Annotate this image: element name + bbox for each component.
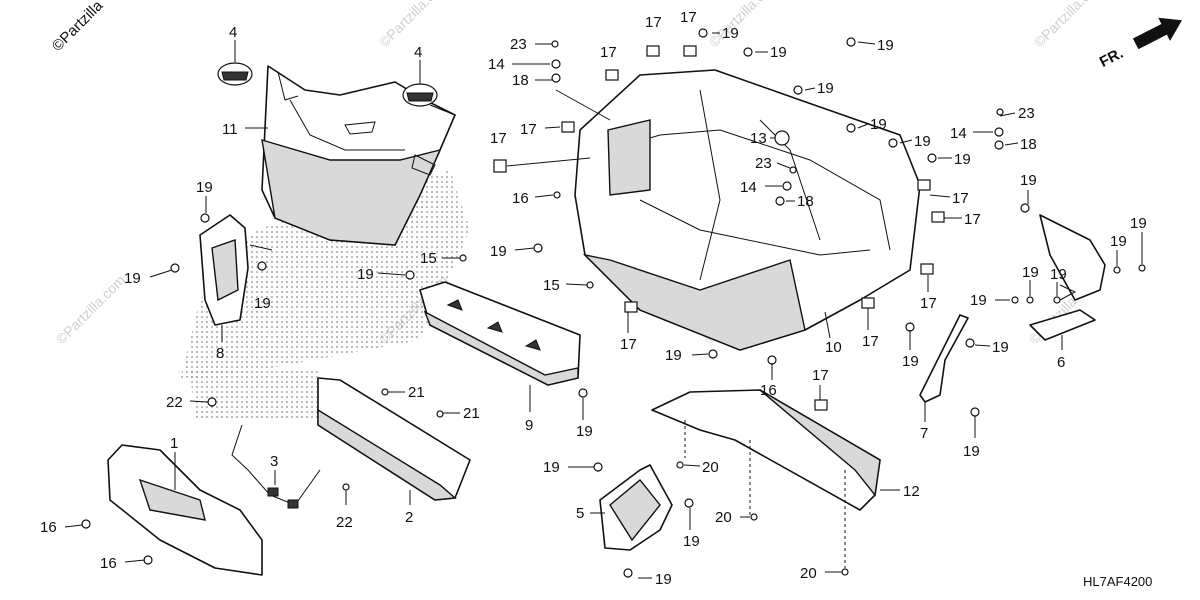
callout-20: 20 [702, 459, 719, 476]
callout-8: 8 [216, 345, 224, 362]
part-8-left-bracket [199, 214, 249, 326]
callout-19: 19 [914, 133, 931, 150]
callout-4: 4 [414, 44, 422, 61]
callout-18: 18 [1020, 136, 1037, 153]
callout-19: 19 [1022, 264, 1039, 281]
callout-19: 19 [877, 37, 894, 54]
callout-6: 6 [1057, 354, 1065, 371]
watermark-faint: ©Partzilla.com [1031, 0, 1106, 50]
front-direction-arrow: FR. [1097, 17, 1182, 71]
callout-19: 19 [722, 25, 739, 42]
callout-2: 2 [405, 509, 413, 526]
callout-23: 23 [755, 155, 772, 172]
callout-19: 19 [1050, 266, 1067, 283]
callout-4: 4 [229, 24, 237, 41]
part-10-cargo-box [574, 69, 921, 351]
diagram-code: HL7AF4200 [1083, 574, 1152, 589]
part-2-lower-panel [317, 377, 471, 501]
callout-21: 21 [408, 384, 425, 401]
callout-19: 19 [963, 443, 980, 460]
callout-19: 19 [254, 295, 271, 312]
callout-22: 22 [336, 514, 353, 531]
callout-16: 16 [100, 555, 117, 572]
callout-20: 20 [800, 565, 817, 582]
callout-19: 19 [970, 292, 987, 309]
callout-1: 1 [170, 435, 178, 452]
callout-19: 19 [1020, 172, 1037, 189]
callout-19: 19 [124, 270, 141, 287]
callout-23: 23 [510, 36, 527, 53]
fastener-clips [81, 28, 1146, 578]
part-4-knob-left [217, 62, 253, 86]
callout-19: 19 [770, 44, 787, 61]
callout-5: 5 [576, 505, 584, 522]
callout-19: 19 [954, 151, 971, 168]
callout-14: 14 [950, 125, 967, 142]
callout-14: 14 [488, 56, 505, 73]
callout-16: 16 [760, 382, 777, 399]
part-11-rear-panel [261, 65, 456, 246]
callout-19: 19 [665, 347, 682, 364]
callout-9: 9 [525, 417, 533, 434]
front-direction-label: FR. [1097, 45, 1126, 71]
callout-7: 7 [920, 425, 928, 442]
part-9-cross-panel [419, 281, 581, 386]
callout-14: 14 [740, 179, 757, 196]
callout-18: 18 [797, 193, 814, 210]
callout-numbers: 4 4 11 19 19 19 8 19 15 15 9 19 22 21 21… [40, 9, 1147, 588]
callout-17: 17 [620, 336, 637, 353]
part-6-rail-bracket [1029, 214, 1106, 341]
callout-16: 16 [512, 190, 529, 207]
callout-17: 17 [645, 14, 662, 31]
callout-17: 17 [520, 121, 537, 138]
callout-19: 19 [543, 459, 560, 476]
callout-19: 19 [576, 423, 593, 440]
watermark-brand: ©Partzilla [49, 0, 107, 55]
callout-3: 3 [270, 453, 278, 470]
callout-19: 19 [870, 116, 887, 133]
callout-17: 17 [862, 333, 879, 350]
part-1-front-cover [107, 444, 263, 576]
part-12-floor-panel [651, 389, 881, 511]
callout-12: 12 [903, 483, 920, 500]
callout-19: 19 [357, 266, 374, 283]
callout-17: 17 [490, 130, 507, 147]
watermark-faint: ©Partzilla.com [376, 0, 451, 50]
callout-20: 20 [715, 509, 732, 526]
callout-17: 17 [812, 367, 829, 384]
callout-19: 19 [655, 571, 672, 588]
callout-19: 19 [490, 243, 507, 260]
watermark-faint: ©Partzilla.com [53, 272, 128, 347]
callout-13: 13 [750, 130, 767, 147]
watermark-faint: ©Partzilla.com [706, 0, 781, 50]
callout-19: 19 [1130, 215, 1147, 232]
callout-11: 11 [222, 121, 238, 138]
callout-19: 19 [683, 533, 700, 550]
part-7-strap-bracket [919, 314, 969, 403]
callout-17: 17 [964, 211, 981, 228]
callout-19: 19 [196, 179, 213, 196]
callout-22: 22 [166, 394, 183, 411]
callout-21: 21 [463, 405, 480, 422]
callout-17: 17 [600, 44, 617, 61]
callout-15: 15 [420, 250, 437, 267]
callout-19: 19 [1110, 233, 1127, 250]
shading-area [190, 370, 330, 420]
callout-17: 17 [952, 190, 969, 207]
callout-18: 18 [512, 72, 529, 89]
leader-lines [64, 32, 1143, 579]
callout-19: 19 [817, 80, 834, 97]
part-4-knob-right [402, 83, 438, 107]
callout-17: 17 [680, 9, 697, 26]
part-3-harness [231, 424, 321, 509]
callout-15: 15 [543, 277, 560, 294]
callout-19: 19 [992, 339, 1009, 356]
callout-19: 19 [902, 353, 919, 370]
callout-16: 16 [40, 519, 57, 536]
callout-23: 23 [1018, 105, 1035, 122]
callout-17: 17 [920, 295, 937, 312]
part-5-side-bracket [599, 464, 673, 551]
callout-10: 10 [825, 339, 842, 356]
